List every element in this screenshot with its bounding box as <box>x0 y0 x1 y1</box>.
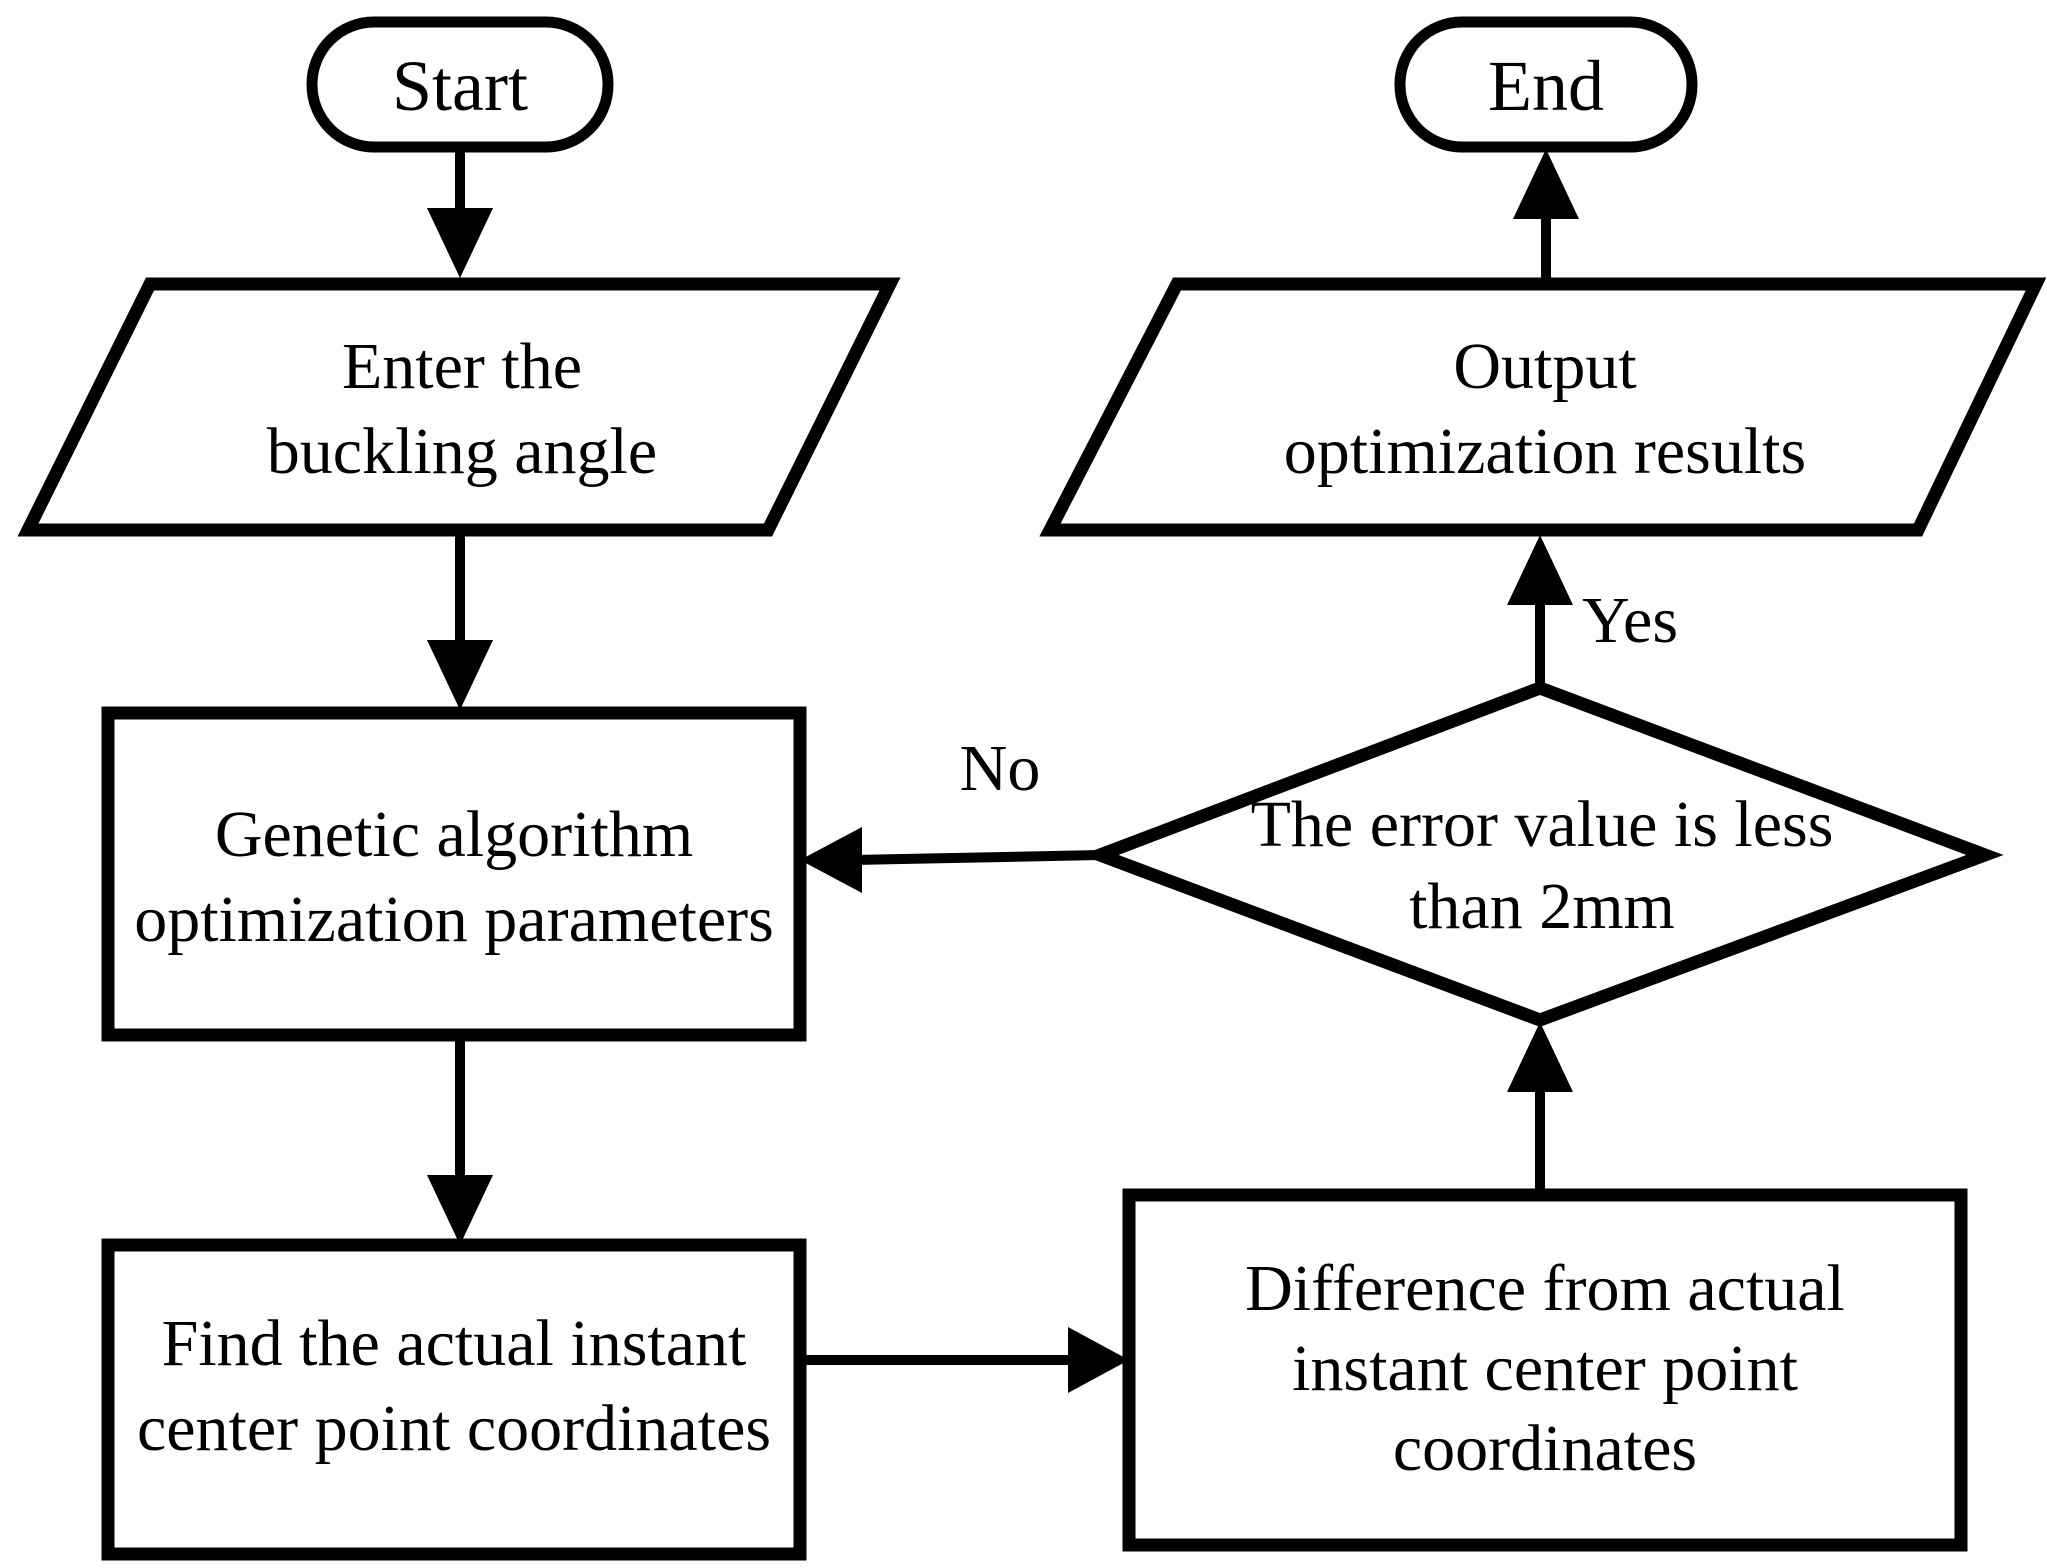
edge-decision-yes-to-output: Yes <box>1507 535 1678 688</box>
edge-enter-to-ga <box>427 530 493 710</box>
end-label: End <box>1488 46 1604 126</box>
arrowhead-up-icon <box>1507 1022 1573 1092</box>
node-output: Output optimization results <box>1039 277 2047 537</box>
no-branch-label: No <box>960 732 1041 805</box>
edge-find-to-difference <box>800 1327 1129 1393</box>
node-end: End <box>1394 16 1698 153</box>
edge-ga-to-find <box>427 1035 493 1245</box>
difference-rect-shape <box>1122 1188 1968 1552</box>
arrowhead-up-icon <box>1513 149 1579 219</box>
difference-label-line2: instant center point <box>1292 1332 1798 1405</box>
yes-branch-label: Yes <box>1582 584 1678 657</box>
edge-line <box>854 850 1101 865</box>
enter-angle-label-line1: Enter the <box>342 330 582 403</box>
output-label-line1: Output <box>1453 330 1636 403</box>
start-label: Start <box>392 46 528 126</box>
edge-output-to-end <box>1513 149 1579 284</box>
edge-difference-to-decision <box>1507 1022 1573 1195</box>
find-center-label-line1: Find the actual instant <box>162 1307 747 1380</box>
arrowhead-down-icon <box>427 208 493 278</box>
arrowhead-up-icon <box>1507 535 1573 605</box>
end-terminator-shape <box>1394 16 1698 153</box>
decision-label-line2: than 2mm <box>1409 870 1675 943</box>
output-label-line2: optimization results <box>1284 415 1806 488</box>
enter-angle-label-line2: buckling angle <box>267 415 657 488</box>
enter-angle-parallelogram-shape <box>17 277 901 537</box>
difference-label-line3: coordinates <box>1393 1412 1697 1485</box>
arrowhead-down-icon <box>427 640 493 710</box>
node-start: Start <box>306 16 614 153</box>
edge-start-to-enter <box>427 147 493 278</box>
decision-diamond-shape <box>1081 681 2004 1027</box>
arrowhead-down-icon <box>427 1175 493 1245</box>
edge-decision-no-to-ga: No <box>800 732 1101 893</box>
arrowhead-right-icon <box>1068 1327 1129 1393</box>
ga-params-rect-shape <box>101 706 807 1042</box>
node-difference: Difference from actual instant center po… <box>1122 1188 1968 1552</box>
difference-label-line1: Difference from actual <box>1245 1252 1845 1325</box>
ga-params-label-line2: optimization parameters <box>134 883 774 956</box>
find-center-label-line2: center point coordinates <box>137 1392 771 1465</box>
decision-label-line1: The error value is less <box>1251 788 1834 861</box>
arrowhead-left-icon <box>800 827 862 893</box>
node-decision: The error value is less than 2mm <box>1081 681 2004 1027</box>
find-center-rect-shape <box>101 1238 807 1561</box>
ga-params-label-line1: Genetic algorithm <box>215 798 693 871</box>
start-terminator-shape <box>306 16 614 153</box>
node-find-center: Find the actual instant center point coo… <box>101 1238 807 1561</box>
node-enter-angle: Enter the buckling angle <box>17 277 901 537</box>
node-ga-params: Genetic algorithm optimization parameter… <box>101 706 807 1042</box>
output-parallelogram-shape <box>1039 277 2047 537</box>
